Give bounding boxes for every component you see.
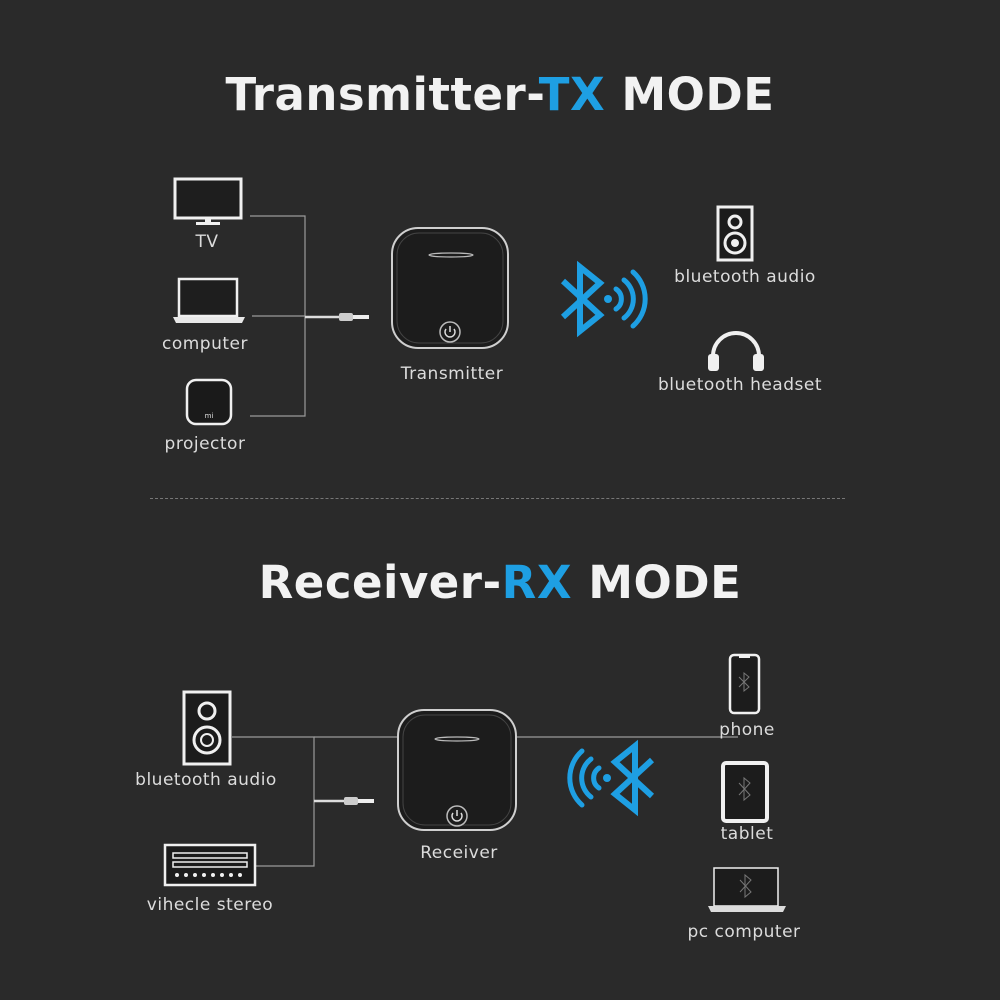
tv-label: TV (195, 232, 219, 252)
receiver-label: Receiver (420, 843, 498, 863)
speaker-icon (182, 690, 232, 766)
computer-label: computer (162, 334, 248, 354)
car-stereo-icon (163, 843, 257, 887)
tv-icon (173, 177, 243, 225)
svg-text:mi: mi (205, 412, 214, 420)
laptop-icon (708, 867, 786, 912)
rx-bluetooth-audio-label: bluetooth audio (135, 770, 277, 790)
headset-icon (708, 331, 764, 371)
projector-label: projector (164, 434, 246, 454)
bluetooth-headset-label: bluetooth headset (658, 375, 822, 395)
rx-aux-cable-icon (314, 797, 374, 805)
tx-mode-title: Transmitter-TX MODE (225, 68, 775, 121)
section-divider (150, 498, 845, 499)
receiver-device-icon (397, 709, 517, 831)
laptop-icon (173, 277, 245, 323)
speaker-icon (716, 205, 754, 262)
tx-aux-cable-icon (305, 313, 369, 321)
bluetooth-signal-icon (560, 260, 648, 338)
tablet-icon (721, 761, 769, 823)
power-button-icon (446, 805, 468, 827)
vehicle-stereo-label: vihecle stereo (146, 895, 274, 915)
power-button-icon (439, 321, 461, 343)
bluetooth-signal-icon (567, 739, 655, 817)
phone-icon (728, 653, 761, 715)
rx-mode-title: Receiver-RX MODE (258, 556, 742, 609)
transmitter-label: Transmitter (400, 364, 504, 384)
bluetooth-audio-label: bluetooth audio (674, 267, 816, 287)
phone-label: phone (719, 720, 775, 740)
pc-computer-label: pc computer (687, 922, 801, 942)
projector-icon: mi (185, 378, 233, 426)
transmitter-device-icon (391, 227, 509, 349)
tablet-label: tablet (720, 824, 774, 844)
